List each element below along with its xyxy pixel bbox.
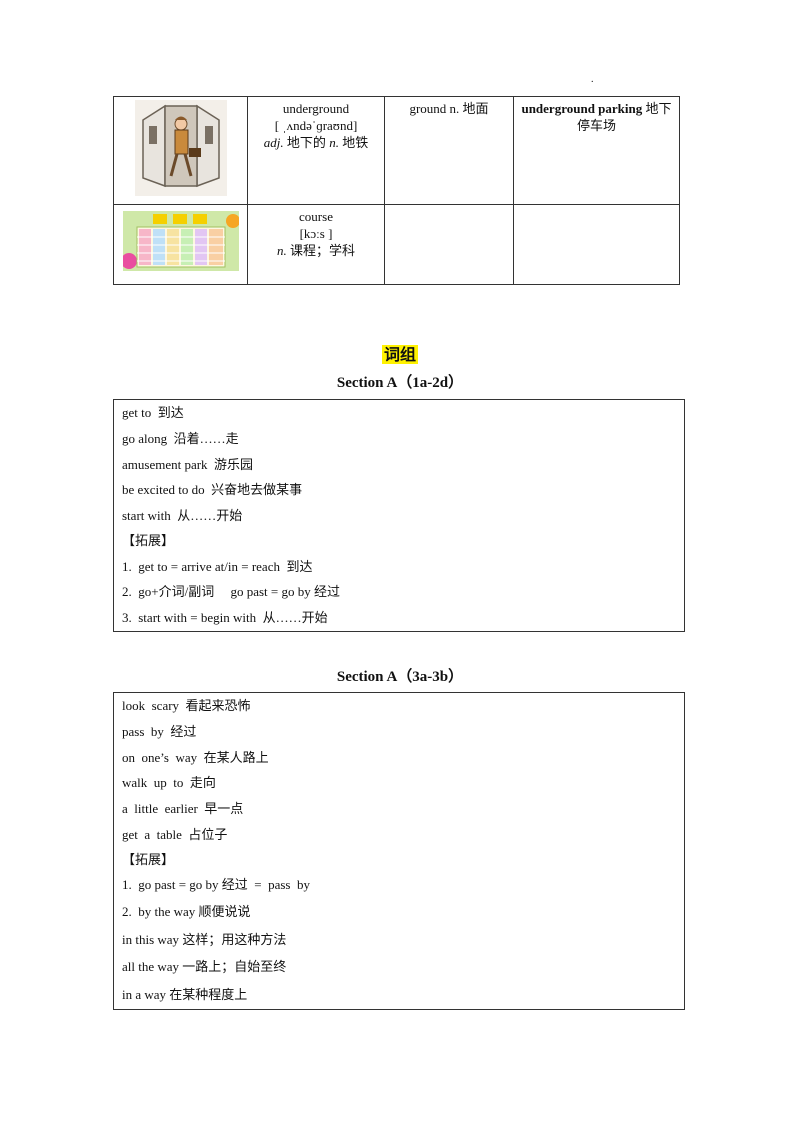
meaning: n. 课程；学科 (252, 242, 380, 259)
list-item: on one’s way 在某人路上 (122, 750, 269, 765)
vocabulary-table: underground [ ˌʌndəˈɡraʊnd] adj. 地下的 n. … (113, 96, 680, 286)
related-word: ground n. 地面 (409, 101, 489, 116)
phrase-cell: underground parking 地下停车场 (513, 96, 680, 205)
word: underground (282, 101, 350, 116)
phrase-chinese: 在某种程度上 (169, 988, 248, 1003)
phrases-heading: 词组 (0, 341, 800, 365)
phrase-english: underground parking (521, 101, 643, 116)
list-item: look scary 看起来恐怖 (122, 698, 251, 713)
picture-cell (113, 96, 248, 205)
part-of-speech: adj. (263, 135, 284, 150)
section-1-title: Section A（1a-2d） (336, 375, 464, 391)
word: course (299, 208, 333, 224)
picture-cell (113, 203, 248, 286)
list-item: a little earlier 早一点 (122, 801, 244, 816)
section-2-title: Section A（3a-3b） (336, 669, 464, 685)
list-item: start with 从……开始 (122, 508, 243, 523)
table-row: underground [ ˌʌndəˈɡraʊnd] adj. 地下的 n. … (113, 96, 680, 205)
phonetic: [kɔːs ] (299, 225, 333, 241)
part-of-speech: n. (276, 242, 287, 258)
elevator-businessman-picture (134, 100, 227, 196)
list-item: 1. go past = go by 经过 = pass by (122, 877, 310, 892)
word-cell: underground [ ˌʌndəˈɡraʊnd] adj. 地下的 n. … (247, 96, 385, 205)
meaning: adj. 地下的 n. 地铁 (252, 134, 380, 151)
list-item: in a way 在某种程度上 (122, 984, 247, 1003)
related-word-cell (384, 203, 514, 286)
list-item: walk up to 走向 (122, 775, 216, 790)
section-2-box: look scary 看起来恐怖 pass by 经过 on one’s way… (113, 692, 685, 1010)
list-item: be excited to do 兴奋地去做某事 (122, 482, 303, 497)
list-item: get a table 占位子 (122, 827, 228, 842)
meaning-text: 课程；学科 (286, 242, 355, 258)
expand-label: 【拓展】 (122, 852, 175, 867)
phrase-english: in this way (122, 932, 183, 947)
expand-label: 【拓展】 (122, 533, 175, 548)
phrase-english: in a way (122, 987, 170, 1002)
list-item: 2. by the way 顺便说说 (122, 901, 251, 920)
timetable-picture (120, 210, 240, 271)
list-item: in this way 这样；用这种方法 (122, 929, 286, 948)
phrase-english: all the way (122, 959, 183, 974)
list-item: go along 沿着……走 (122, 431, 239, 446)
table-row: course [kɔːs ] n. 课程；学科 (113, 203, 680, 286)
phrase-english: 2. by the way (122, 904, 199, 919)
word-cell: course [kɔːs ] n. 课程；学科 (247, 203, 385, 286)
phrase-chinese: 这样；用这种方法 (182, 933, 287, 948)
phonetic: [ ˌʌndəˈɡraʊnd] (274, 118, 358, 133)
list-item: all the way 一路上；自始至终 (122, 956, 286, 975)
list-item: amusement park 游乐园 (122, 457, 254, 472)
meaning-text: 地下的 (283, 135, 330, 150)
part-of-speech: n. (329, 135, 339, 150)
list-item: 1. get to = arrive at/in = reach 到达 (122, 559, 313, 574)
meaning-text: 地铁 (338, 135, 369, 150)
phrase-cell (513, 203, 680, 286)
section-1-box: get to 到达 go along 沿着……走 amusement park … (113, 399, 685, 632)
phrase-chinese: 一路上；自始至终 (182, 960, 287, 975)
phrase-chinese: 地下停车场 (576, 101, 672, 133)
list-item: get to 到达 (122, 405, 184, 420)
list-item: 2. go+介词/副词 go past = go by 经过 (122, 584, 340, 599)
related-word-cell: ground n. 地面 (384, 96, 514, 205)
phrases-title: 词组 (381, 345, 418, 364)
list-item: 3. start with = begin with 从……开始 (122, 610, 328, 625)
list-item: pass by 经过 (122, 724, 197, 739)
phrase-chinese: 顺便说说 (198, 905, 251, 920)
page-mark: . (591, 74, 594, 85)
